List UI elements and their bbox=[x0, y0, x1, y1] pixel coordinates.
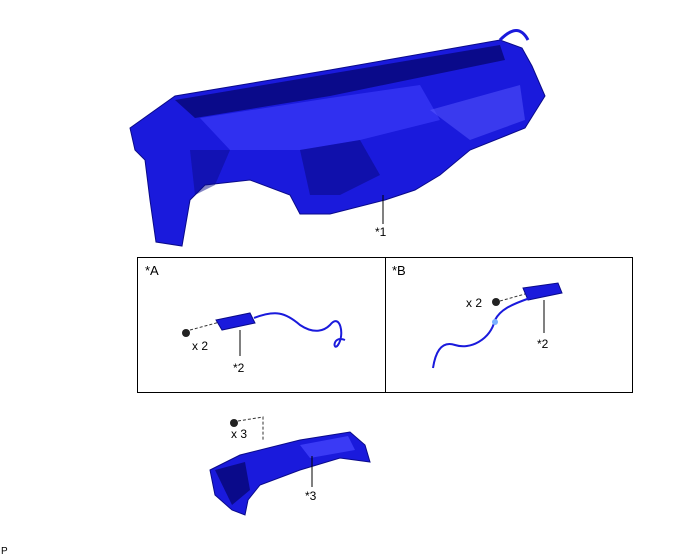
footer-code: P bbox=[1, 546, 8, 557]
quantity-duct: x 3 bbox=[231, 427, 248, 441]
callout-dashboard: *1 bbox=[375, 225, 387, 239]
screw-icon bbox=[492, 298, 500, 306]
callout-duct: *3 bbox=[305, 489, 317, 503]
view-b-frame bbox=[385, 257, 633, 393]
screw-icon bbox=[182, 329, 190, 337]
callout-part-b: *2 bbox=[537, 337, 549, 351]
view-a-frame bbox=[137, 257, 386, 393]
screw-icon bbox=[230, 419, 238, 427]
view-b-illustration bbox=[432, 282, 563, 369]
duct-illustration bbox=[209, 416, 371, 516]
view-a-label: *A bbox=[145, 263, 159, 278]
view-b-label: *B bbox=[392, 263, 406, 278]
callout-part-a: *2 bbox=[233, 361, 245, 375]
quantity-b: x 2 bbox=[466, 296, 483, 310]
instrument-panel-illustration bbox=[129, 29, 546, 247]
quantity-a: x 2 bbox=[192, 339, 209, 353]
view-a-illustration bbox=[182, 312, 346, 348]
